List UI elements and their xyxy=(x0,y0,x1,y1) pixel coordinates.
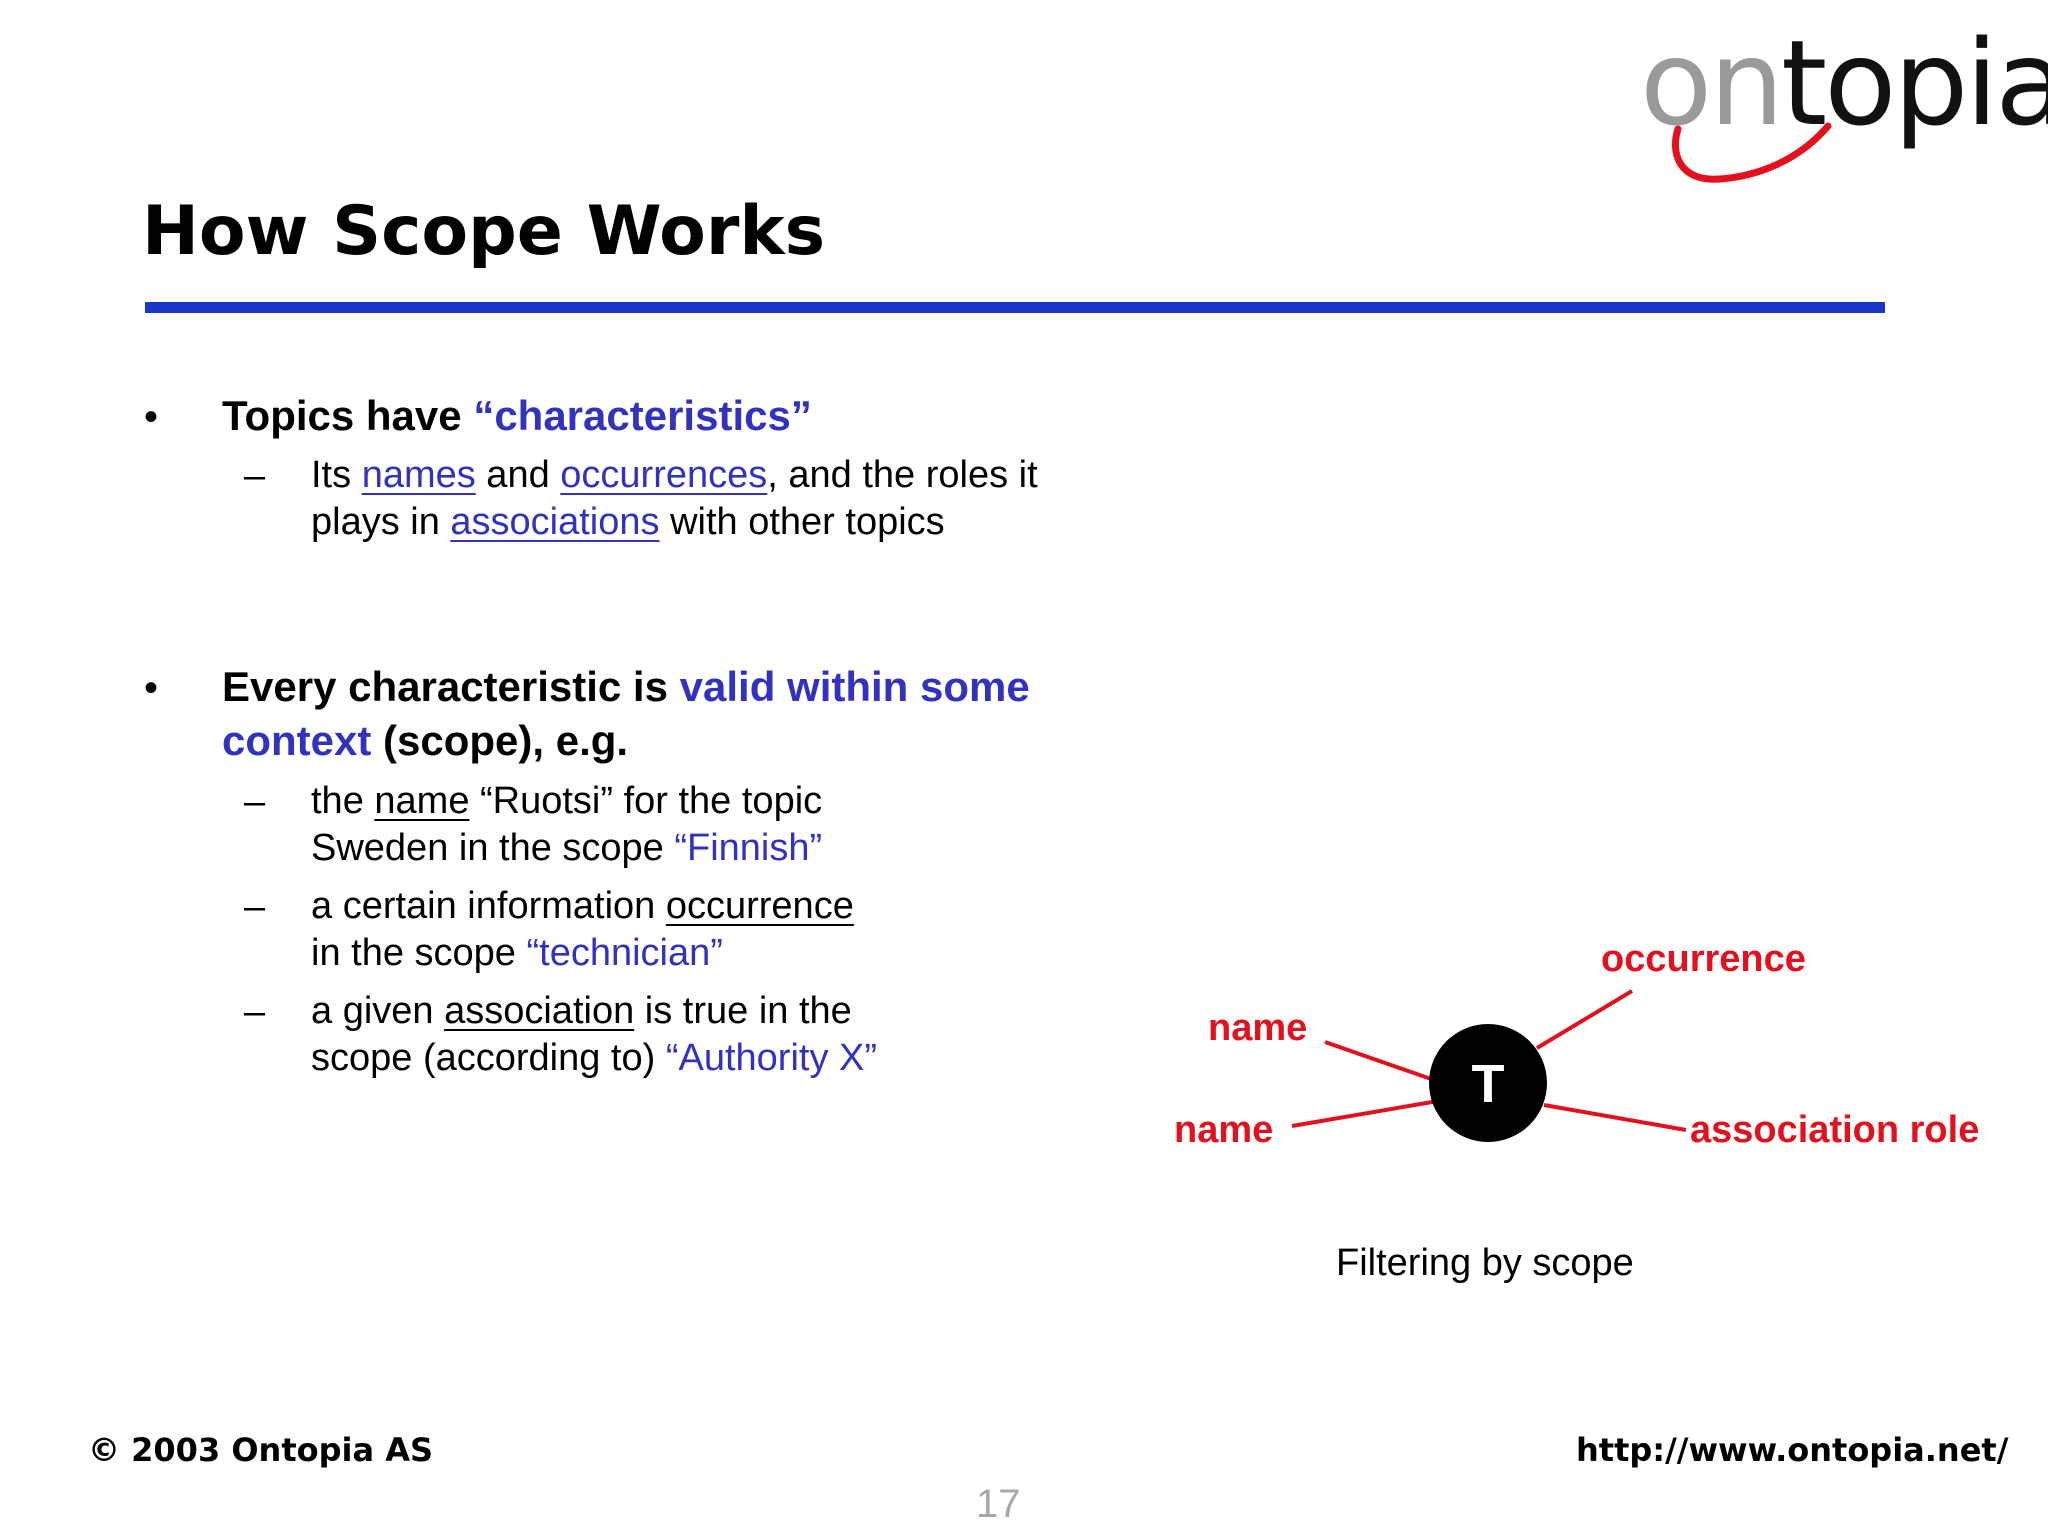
names-link[interactable]: names xyxy=(361,454,476,496)
sub-dash: – xyxy=(244,455,266,497)
topic-node xyxy=(1429,1024,1547,1142)
bullet-dot: • xyxy=(144,666,159,710)
topic-node-label: T xyxy=(1472,1054,1505,1114)
label-name-top: name xyxy=(1208,1007,1308,1049)
slide-title: How Scope Works xyxy=(142,192,826,271)
ontopia-logo: ontopia xyxy=(1640,24,2048,194)
bullet-1-sub-1-line-2: plays in associations with other topics xyxy=(311,501,945,543)
label-name-bottom: name xyxy=(1174,1109,1274,1151)
bullet-2-sub-3-line-1: a given association is true in the xyxy=(311,990,852,1032)
footer-copyright: © 2003 Ontopia AS xyxy=(88,1431,434,1469)
sub-dash: – xyxy=(244,781,266,823)
line-association-role xyxy=(1543,1103,1687,1132)
diagram-lines: T xyxy=(1291,989,1687,1142)
occurrences-link[interactable]: occurrences xyxy=(560,454,768,496)
sub-dash: – xyxy=(244,886,266,928)
sub-dash: – xyxy=(244,991,266,1033)
bullet-2-sub-2-line-1: a certain information occurrence xyxy=(311,885,854,927)
bullet-1-text: Topics have “characteristics” xyxy=(222,392,812,439)
diagram-caption: Filtering by scope xyxy=(1336,1242,1634,1284)
page-number: 17 xyxy=(976,1482,1021,1526)
bullet-2-sub-1-line-2: Sweden in the scope “Finnish” xyxy=(311,827,823,869)
footer-url[interactable]: http://www.ontopia.net/ xyxy=(1576,1431,2009,1469)
logo-wordmark: ontopia xyxy=(1640,14,2048,152)
line-occurrence xyxy=(1535,989,1634,1050)
associations-link[interactable]: associations xyxy=(450,501,660,543)
bullet-1-sub-1-line-1: Its names and occurrences, and the roles… xyxy=(311,454,1038,496)
bullet-2-text-line-2: context (scope), e.g. xyxy=(222,717,629,764)
line-name-bottom xyxy=(1291,1099,1439,1128)
label-association-role: association role xyxy=(1690,1109,1980,1151)
label-occurrence: occurrence xyxy=(1601,938,1806,980)
scope-diagram: T occurrence name name association role xyxy=(1140,930,2020,1190)
bullet-2-sub-1-line-1: the name “Ruotsi” for the topic xyxy=(311,780,823,822)
title-underline-rule xyxy=(145,302,1885,313)
bullet-2-text-line-1: Every characteristic is valid within som… xyxy=(222,663,1030,710)
bullet-2-sub-2-line-2: in the scope “technician” xyxy=(311,932,723,974)
bullet-dot: • xyxy=(144,395,159,439)
bullet-2-sub-3-line-2: scope (according to) “Authority X” xyxy=(311,1037,878,1079)
logo-swoosh-icon xyxy=(1671,122,1832,183)
line-name-top xyxy=(1324,1040,1435,1082)
